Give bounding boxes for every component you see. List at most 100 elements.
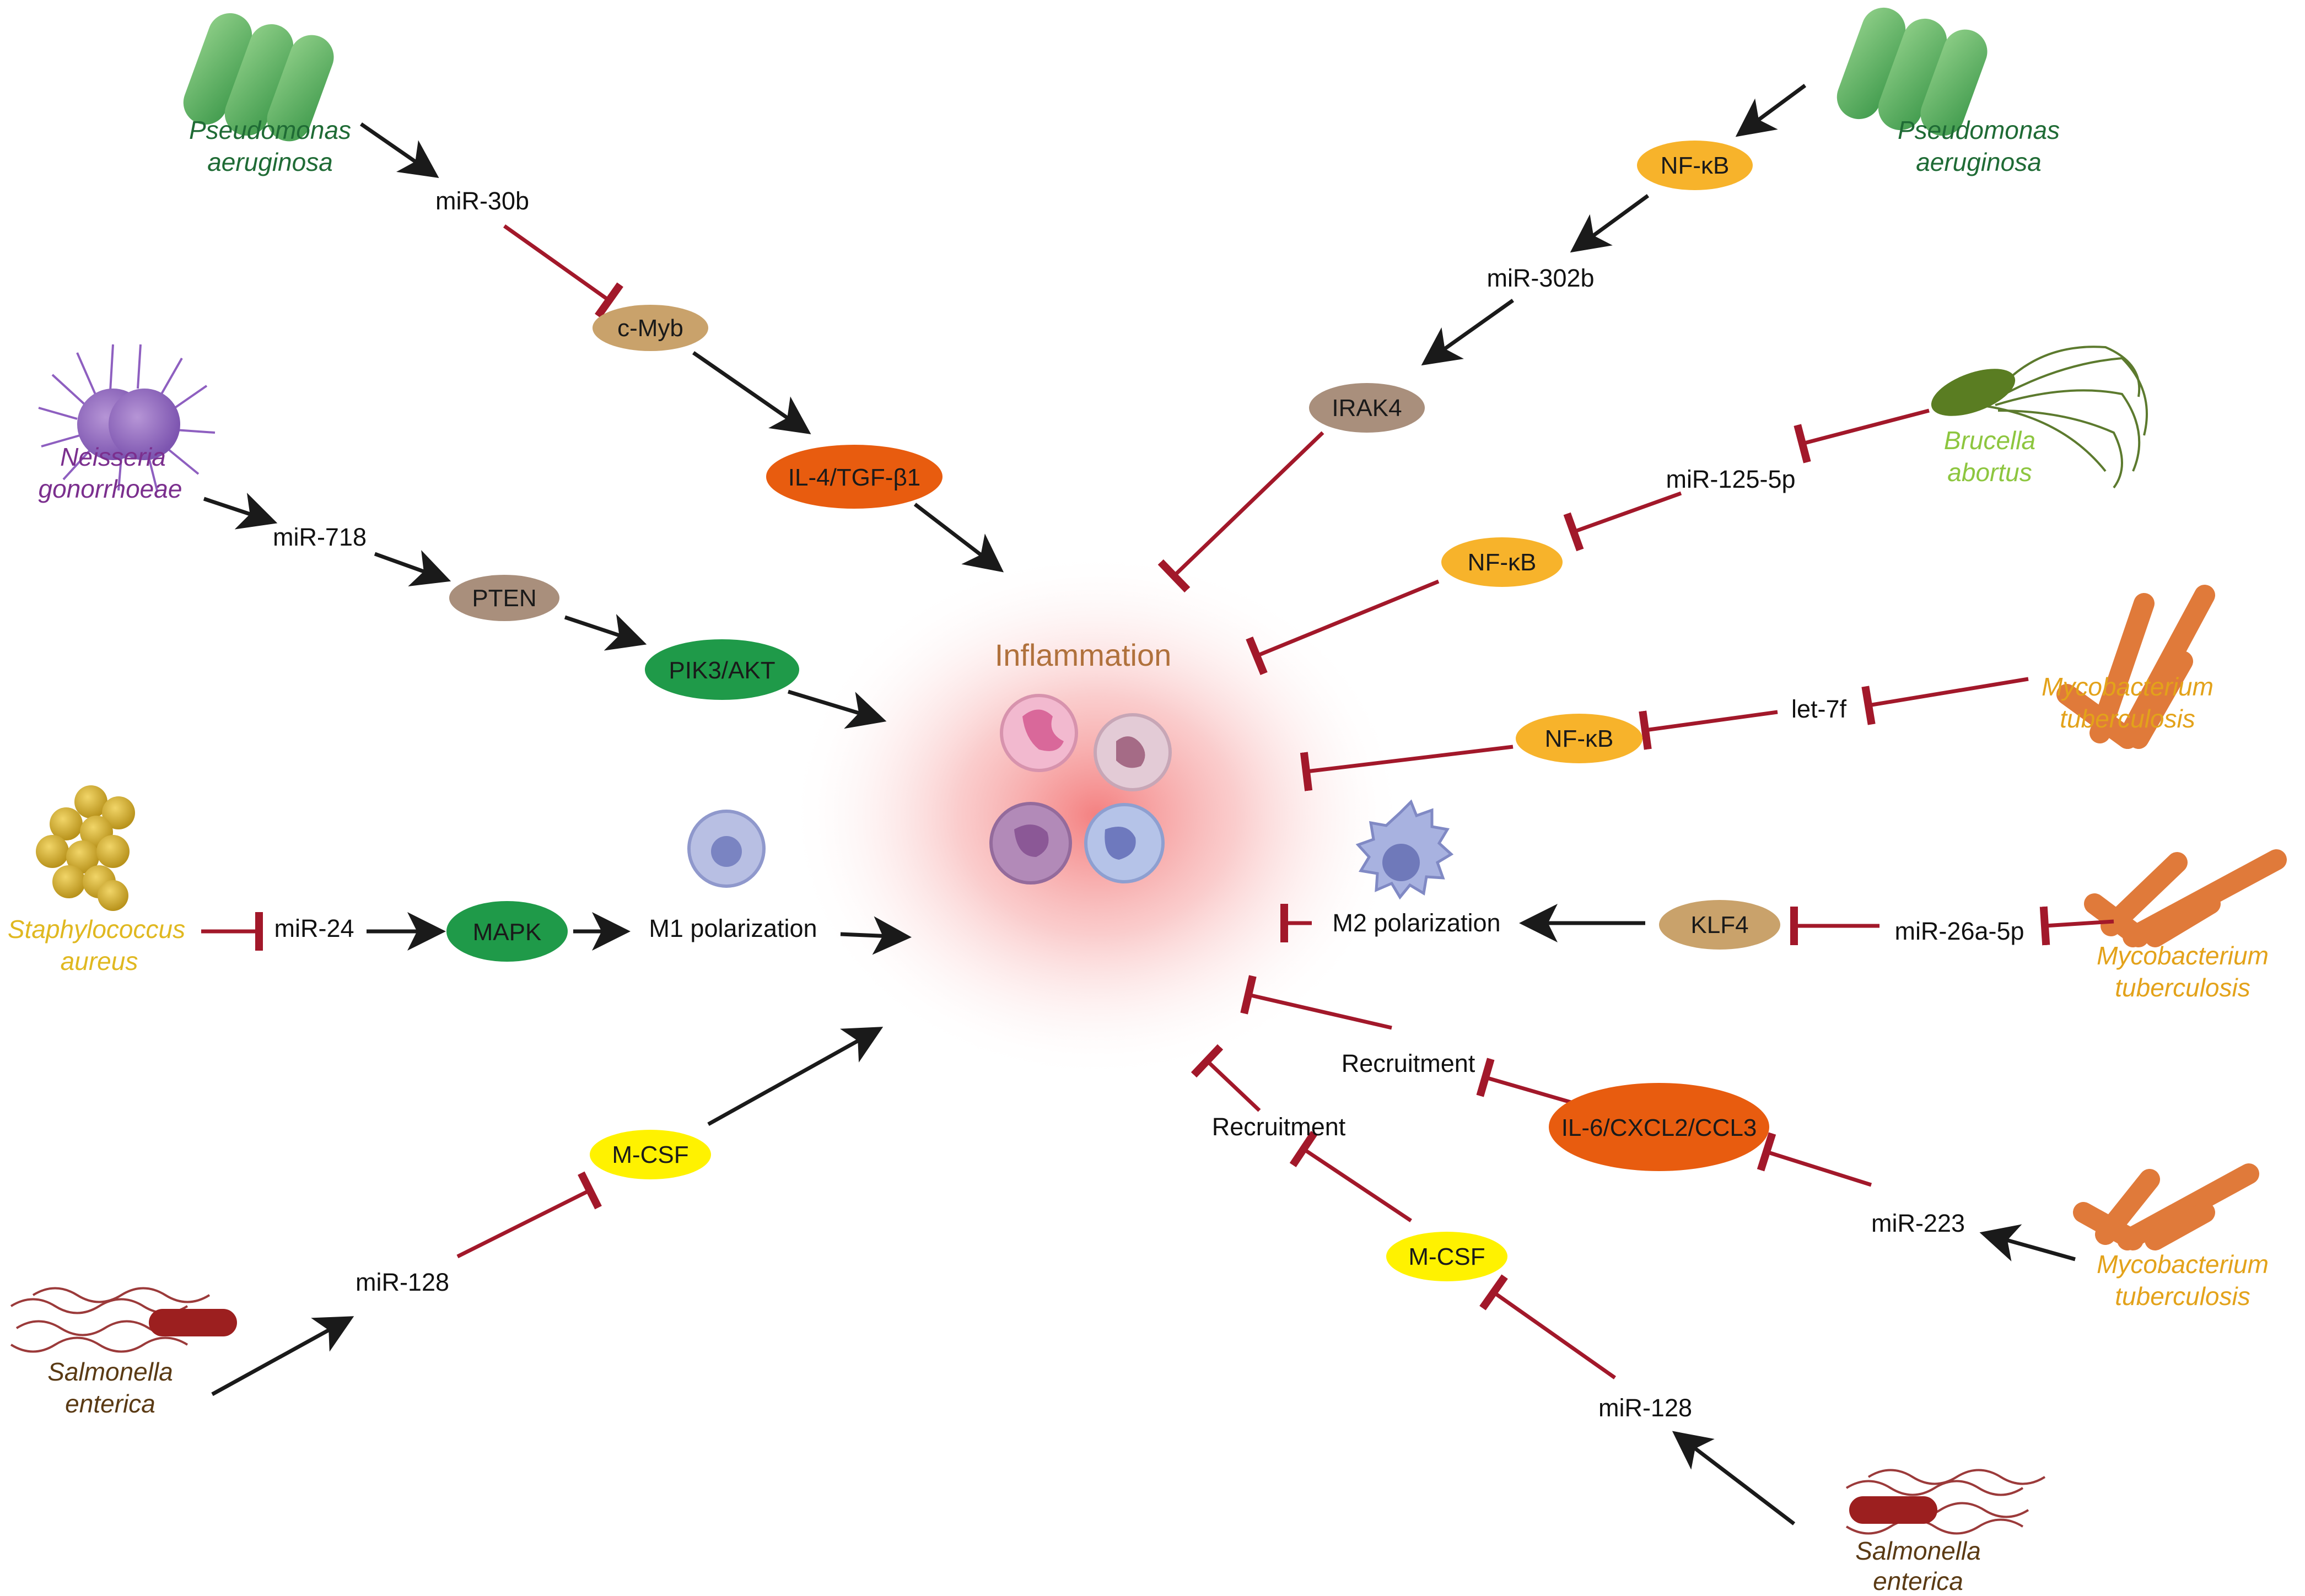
edge-salmonella-right-to-mir128 xyxy=(1672,1431,1796,1525)
node-c-myb: c-Myb xyxy=(593,305,708,351)
process-label-recruitment-2: Recruitment xyxy=(1212,1113,1346,1141)
organism-label-pseudomonas-right: Pseudomonas xyxy=(1898,116,2060,144)
mirna-label-let7f: let-7f xyxy=(1791,695,1847,723)
organism-label-salmonella-left-2: enterica xyxy=(65,1389,155,1418)
organism-label-neisseria: Neisseria xyxy=(60,443,166,471)
node-pik3-akt: PIK3/AKT xyxy=(645,639,799,700)
brucella-bacteria-icon xyxy=(1931,346,2148,489)
svg-text:IL-6/CXCL2/CCL3: IL-6/CXCL2/CCL3 xyxy=(1561,1114,1757,1141)
node-klf4: KLF4 xyxy=(1659,900,1780,950)
organism-label-salmonella-right: Salmonella xyxy=(1855,1536,1981,1565)
monocyte-cell-icon xyxy=(1094,713,1172,791)
edge-il6-inhibits-recruitment1 xyxy=(1476,1058,1571,1104)
mirna-label-mir128-right: miR-128 xyxy=(1598,1394,1692,1422)
edge-let7f-inhibits-nfkb3 xyxy=(1639,710,1778,750)
organism-label-pseudomonas-left-2: aeruginosa xyxy=(207,148,333,176)
node-m-csf-right: M-CSF xyxy=(1386,1232,1507,1281)
neutrophil-cell-icon xyxy=(1000,694,1078,772)
edge-nfkb1-to-mir302b xyxy=(1570,194,1650,253)
mycobacterium-icon-1 xyxy=(2056,585,2215,749)
edge-mir30b-inhibits-cmyb xyxy=(503,224,623,319)
edge-irak4-inhibits-inflammation xyxy=(1157,431,1324,593)
edge-nfkb2-inhibits-inflammation xyxy=(1246,579,1440,676)
macrophage-cell-icon xyxy=(989,802,1072,885)
edge-m1-to-inflammation xyxy=(840,916,912,955)
organism-label-pseudomonas-left: Pseudomonas xyxy=(189,116,351,144)
process-label-recruitment-1: Recruitment xyxy=(1342,1049,1475,1077)
edge-pten-to-pik3akt xyxy=(564,614,647,651)
process-label-m1-polarization: M1 polarization xyxy=(649,914,817,942)
mirna-label-mir30b: miR-30b xyxy=(435,187,529,215)
edge-mycobacterium1-inhibits-let7f xyxy=(1861,677,2029,725)
svg-text:KLF4: KLF4 xyxy=(1690,912,1748,939)
pseudomonas-bacteria-icon-right xyxy=(1837,7,1988,136)
lymphocyte-cell-icon xyxy=(1084,803,1165,883)
edge-mycobacterium2-inhibits-mir26a xyxy=(2039,906,2114,946)
edge-il4-to-inflammation xyxy=(913,503,1004,573)
edge-mir718-to-pten xyxy=(374,550,451,586)
node-pten: PTEN xyxy=(449,575,559,621)
svg-text:NF-κB: NF-κB xyxy=(1545,725,1614,752)
mycobacterium-icon-3 xyxy=(2073,1163,2259,1250)
salmonella-bacteria-icon-right xyxy=(1845,1469,2046,1535)
staphylococcus-cluster-icon xyxy=(36,785,135,911)
svg-text:MAPK: MAPK xyxy=(473,919,542,946)
inflammation-title: Inflammation xyxy=(995,638,1172,672)
pseudomonas-bacteria-icon-left xyxy=(183,13,334,142)
mirna-label-mir26a-5p: miR-26a-5p xyxy=(1894,917,2024,945)
svg-text:M-CSF: M-CSF xyxy=(1408,1243,1485,1270)
salmonella-bacteria-icon-left xyxy=(10,1287,237,1353)
svg-text:PTEN: PTEN xyxy=(472,585,536,612)
organism-label-mycobacterium-3-2: tuberculosis xyxy=(2115,1282,2250,1311)
mirna-label-mir718: miR-718 xyxy=(273,523,367,551)
edge-pik3akt-to-inflammation xyxy=(787,689,887,729)
organism-label-neisseria-2: gonorrhoeae xyxy=(39,475,182,503)
m1-macrophage-icon xyxy=(687,810,766,888)
edge-mcsf-right-inhibits-recruitment2 xyxy=(1289,1130,1412,1222)
edge-mir128-inhibits-mcsf-left xyxy=(456,1171,602,1259)
mirna-label-mir223: miR-223 xyxy=(1871,1209,1965,1237)
mirna-label-mir128-left: miR-128 xyxy=(356,1268,449,1296)
neisseria-diplococcus-icon xyxy=(38,344,216,491)
edge-pseudomonas-right-to-nfkb xyxy=(1735,84,1807,137)
node-il4-tgfb1: IL-4/TGF-β1 xyxy=(766,445,943,509)
svg-text:NF-κB: NF-κB xyxy=(1468,549,1537,576)
edge-mycobacterium3-to-mir223 xyxy=(1979,1224,2076,1261)
node-irak4: IRAK4 xyxy=(1309,383,1425,433)
organism-label-mycobacterium-3: Mycobacterium xyxy=(2097,1250,2269,1279)
organism-label-salmonella-right-2: enterica xyxy=(1873,1567,1963,1595)
mirna-label-mir125-5p: miR-125-5p xyxy=(1666,465,1795,493)
edge-pseudomonas-to-mir30b xyxy=(360,122,439,178)
edge-recruitment2-inhibits-inflammation xyxy=(1191,1044,1261,1112)
edge-brucella-inhibits-mir125 xyxy=(1794,408,1930,463)
svg-text:PIK3/AKT: PIK3/AKT xyxy=(669,657,775,684)
edge-mir125-inhibits-nfkb2 xyxy=(1563,491,1682,552)
svg-text:NF-κB: NF-κB xyxy=(1661,152,1730,179)
edge-mir223-inhibits-il6 xyxy=(1757,1132,1872,1187)
organism-label-mycobacterium-1-2: tuberculosis xyxy=(2060,704,2195,733)
edge-mir302b-to-irak4 xyxy=(1421,299,1515,366)
svg-text:IL-4/TGF-β1: IL-4/TGF-β1 xyxy=(788,464,920,491)
mirna-label-mir24: miR-24 xyxy=(274,914,354,942)
node-mapk: MAPK xyxy=(446,901,568,962)
organism-label-mycobacterium-2-2: tuberculosis xyxy=(2115,973,2250,1002)
mycobacterium-icon-2 xyxy=(2084,849,2287,947)
organism-label-brucella: Brucella xyxy=(1944,426,2035,455)
organism-label-staphylococcus: Staphylococcus xyxy=(8,915,185,943)
mirna-label-mir302b: miR-302b xyxy=(1487,264,1594,292)
node-nfkb-1: NF-κB xyxy=(1637,141,1753,190)
svg-text:c-Myb: c-Myb xyxy=(617,315,683,342)
node-il6-cxcl2-ccl3: IL-6/CXCL2/CCL3 xyxy=(1549,1083,1769,1171)
m2-macrophage-icon xyxy=(1355,799,1454,900)
organism-label-salmonella-left: Salmonella xyxy=(47,1357,173,1386)
node-nfkb-2: NF-κB xyxy=(1441,537,1563,587)
organism-label-brucella-2: abortus xyxy=(1947,458,2032,487)
organism-label-mycobacterium-1: Mycobacterium xyxy=(2042,672,2214,701)
edge-nfkb3-inhibits-inflammation xyxy=(1300,745,1514,791)
edge-recruitment1-inhibits-inflammation xyxy=(1240,975,1392,1030)
process-label-m2-polarization: M2 polarization xyxy=(1332,909,1500,937)
edge-mcsf-left-to-inflammation xyxy=(707,1027,884,1126)
organism-label-pseudomonas-right-2: aeruginosa xyxy=(1916,148,2042,176)
node-m-csf-left: M-CSF xyxy=(590,1130,711,1179)
